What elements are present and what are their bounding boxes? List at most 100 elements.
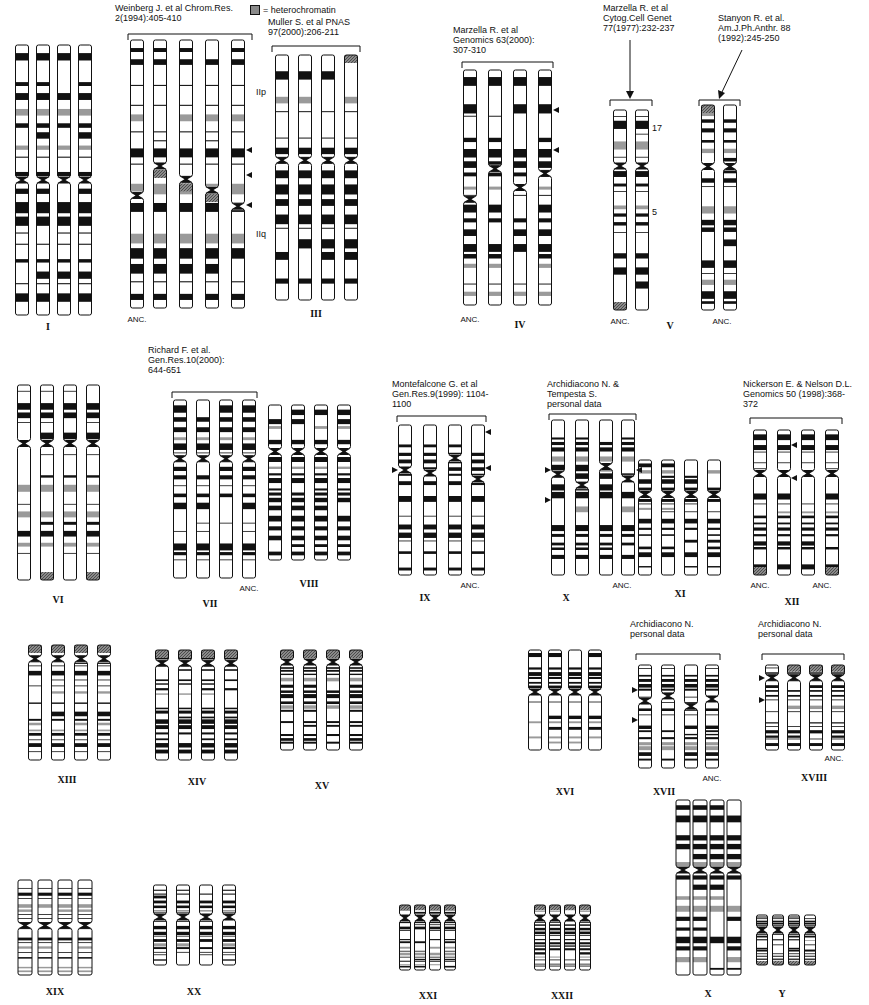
chromosome-band bbox=[315, 467, 328, 469]
centromere bbox=[269, 449, 282, 455]
chromosome-band bbox=[724, 206, 737, 213]
centromere bbox=[400, 915, 411, 921]
chromosome-band bbox=[685, 689, 698, 691]
chromosome-band bbox=[757, 938, 768, 940]
chromosome-band bbox=[131, 105, 144, 106]
chromosome-arm bbox=[430, 921, 441, 970]
heterochromatin-block bbox=[52, 645, 65, 653]
chromosome-band bbox=[445, 966, 456, 968]
chromosome-band bbox=[789, 938, 800, 940]
chromosome-band bbox=[636, 191, 649, 193]
chromosome-band bbox=[75, 743, 88, 747]
chromosome-band bbox=[576, 506, 589, 512]
chromosome-band bbox=[98, 730, 111, 732]
chromosome-band bbox=[177, 910, 190, 912]
chromosome-band bbox=[322, 279, 335, 284]
chromosome-outline bbox=[580, 921, 591, 970]
chromosome-outline bbox=[636, 110, 649, 163]
chromosome-band bbox=[52, 730, 65, 732]
chromosome-band bbox=[693, 917, 707, 921]
chromosome-arm bbox=[549, 695, 562, 750]
chromosome-band bbox=[706, 737, 719, 739]
chromosome-arm bbox=[180, 182, 193, 308]
chromosome-band bbox=[766, 711, 779, 713]
chromosome-band bbox=[98, 665, 111, 667]
chromosome-arm bbox=[706, 702, 719, 768]
chromosome-band bbox=[757, 921, 768, 922]
chromosome-band bbox=[445, 939, 456, 940]
chromosome-band bbox=[430, 964, 441, 965]
chromosome-band bbox=[18, 938, 32, 941]
chromosome-band bbox=[576, 534, 589, 537]
chromosome-band bbox=[514, 149, 527, 158]
chromosome-band bbox=[315, 473, 328, 475]
chromosome-band bbox=[539, 77, 552, 86]
chromosome-band bbox=[826, 511, 839, 513]
chromosome-outline bbox=[269, 405, 282, 449]
chromosome-band bbox=[243, 552, 256, 555]
chromosome-arm bbox=[424, 425, 437, 470]
chromosome-arm bbox=[576, 488, 589, 575]
chromosome-band bbox=[174, 437, 187, 440]
chromosome-band bbox=[174, 452, 187, 454]
heterochromatin-block bbox=[98, 645, 111, 653]
chromosome-band bbox=[727, 946, 741, 950]
chromosome-outline bbox=[802, 430, 815, 471]
chromosome-band bbox=[832, 726, 845, 728]
chromosome-band bbox=[281, 710, 294, 712]
chromosome-band bbox=[338, 457, 351, 462]
chromosome-band bbox=[685, 726, 698, 729]
chromosome-arm bbox=[636, 169, 649, 310]
chromosome-ideogram bbox=[685, 460, 698, 575]
chromosome-outline bbox=[550, 921, 561, 970]
chromosome-band bbox=[724, 149, 737, 153]
chromosome-band bbox=[220, 417, 233, 422]
chromosome-band bbox=[179, 719, 192, 723]
chromosome-band bbox=[79, 132, 92, 138]
chromosome-band bbox=[708, 499, 721, 502]
chromosome-outline bbox=[789, 915, 800, 927]
chromosome-band bbox=[315, 544, 328, 547]
chromosome-band bbox=[75, 739, 88, 741]
chromosome-band bbox=[676, 816, 690, 823]
chromosome-arm bbox=[789, 933, 800, 965]
chromosome-band bbox=[472, 467, 485, 471]
chromosome-band bbox=[464, 229, 477, 236]
chromosome-band bbox=[702, 178, 715, 182]
chromosome-outline bbox=[154, 169, 167, 308]
chromosome-band bbox=[449, 515, 462, 517]
chromosome-band bbox=[16, 82, 29, 86]
breakpoint-arrow bbox=[545, 467, 551, 473]
chromosome-band bbox=[206, 131, 219, 132]
chromosome-band bbox=[304, 667, 317, 669]
centromere bbox=[225, 660, 238, 666]
chromosome-arm bbox=[693, 800, 707, 867]
chromosome-band bbox=[529, 653, 542, 657]
chromosome-band bbox=[415, 912, 426, 914]
chromosome-arm bbox=[52, 645, 65, 656]
chromosome-band bbox=[639, 528, 652, 530]
chromosome-band bbox=[16, 293, 29, 301]
chromosome-outline bbox=[52, 645, 65, 656]
heterochromatin-block bbox=[754, 567, 767, 575]
chromosome-band bbox=[802, 462, 815, 464]
chromosome-arm bbox=[64, 447, 77, 581]
chromosome-band bbox=[805, 918, 816, 920]
centromere bbox=[706, 696, 719, 702]
chromosome-band bbox=[676, 805, 690, 810]
chromosome-band bbox=[79, 283, 92, 284]
chromosome-band bbox=[154, 890, 167, 891]
chromosome-band bbox=[243, 467, 256, 471]
chromosome-band bbox=[589, 677, 602, 679]
chromosome-band bbox=[78, 967, 92, 968]
chromosome-band bbox=[345, 227, 358, 229]
chromosome-arm bbox=[400, 921, 411, 970]
chromosome-band bbox=[529, 682, 542, 684]
chromosome-band bbox=[16, 283, 29, 284]
chromosome-band bbox=[345, 215, 358, 225]
chromosome-outline bbox=[58, 929, 72, 975]
chromosome-band bbox=[600, 534, 613, 537]
chromosome-arm bbox=[565, 921, 576, 970]
chromosome-band bbox=[662, 511, 675, 513]
chromosome-band bbox=[805, 959, 816, 960]
